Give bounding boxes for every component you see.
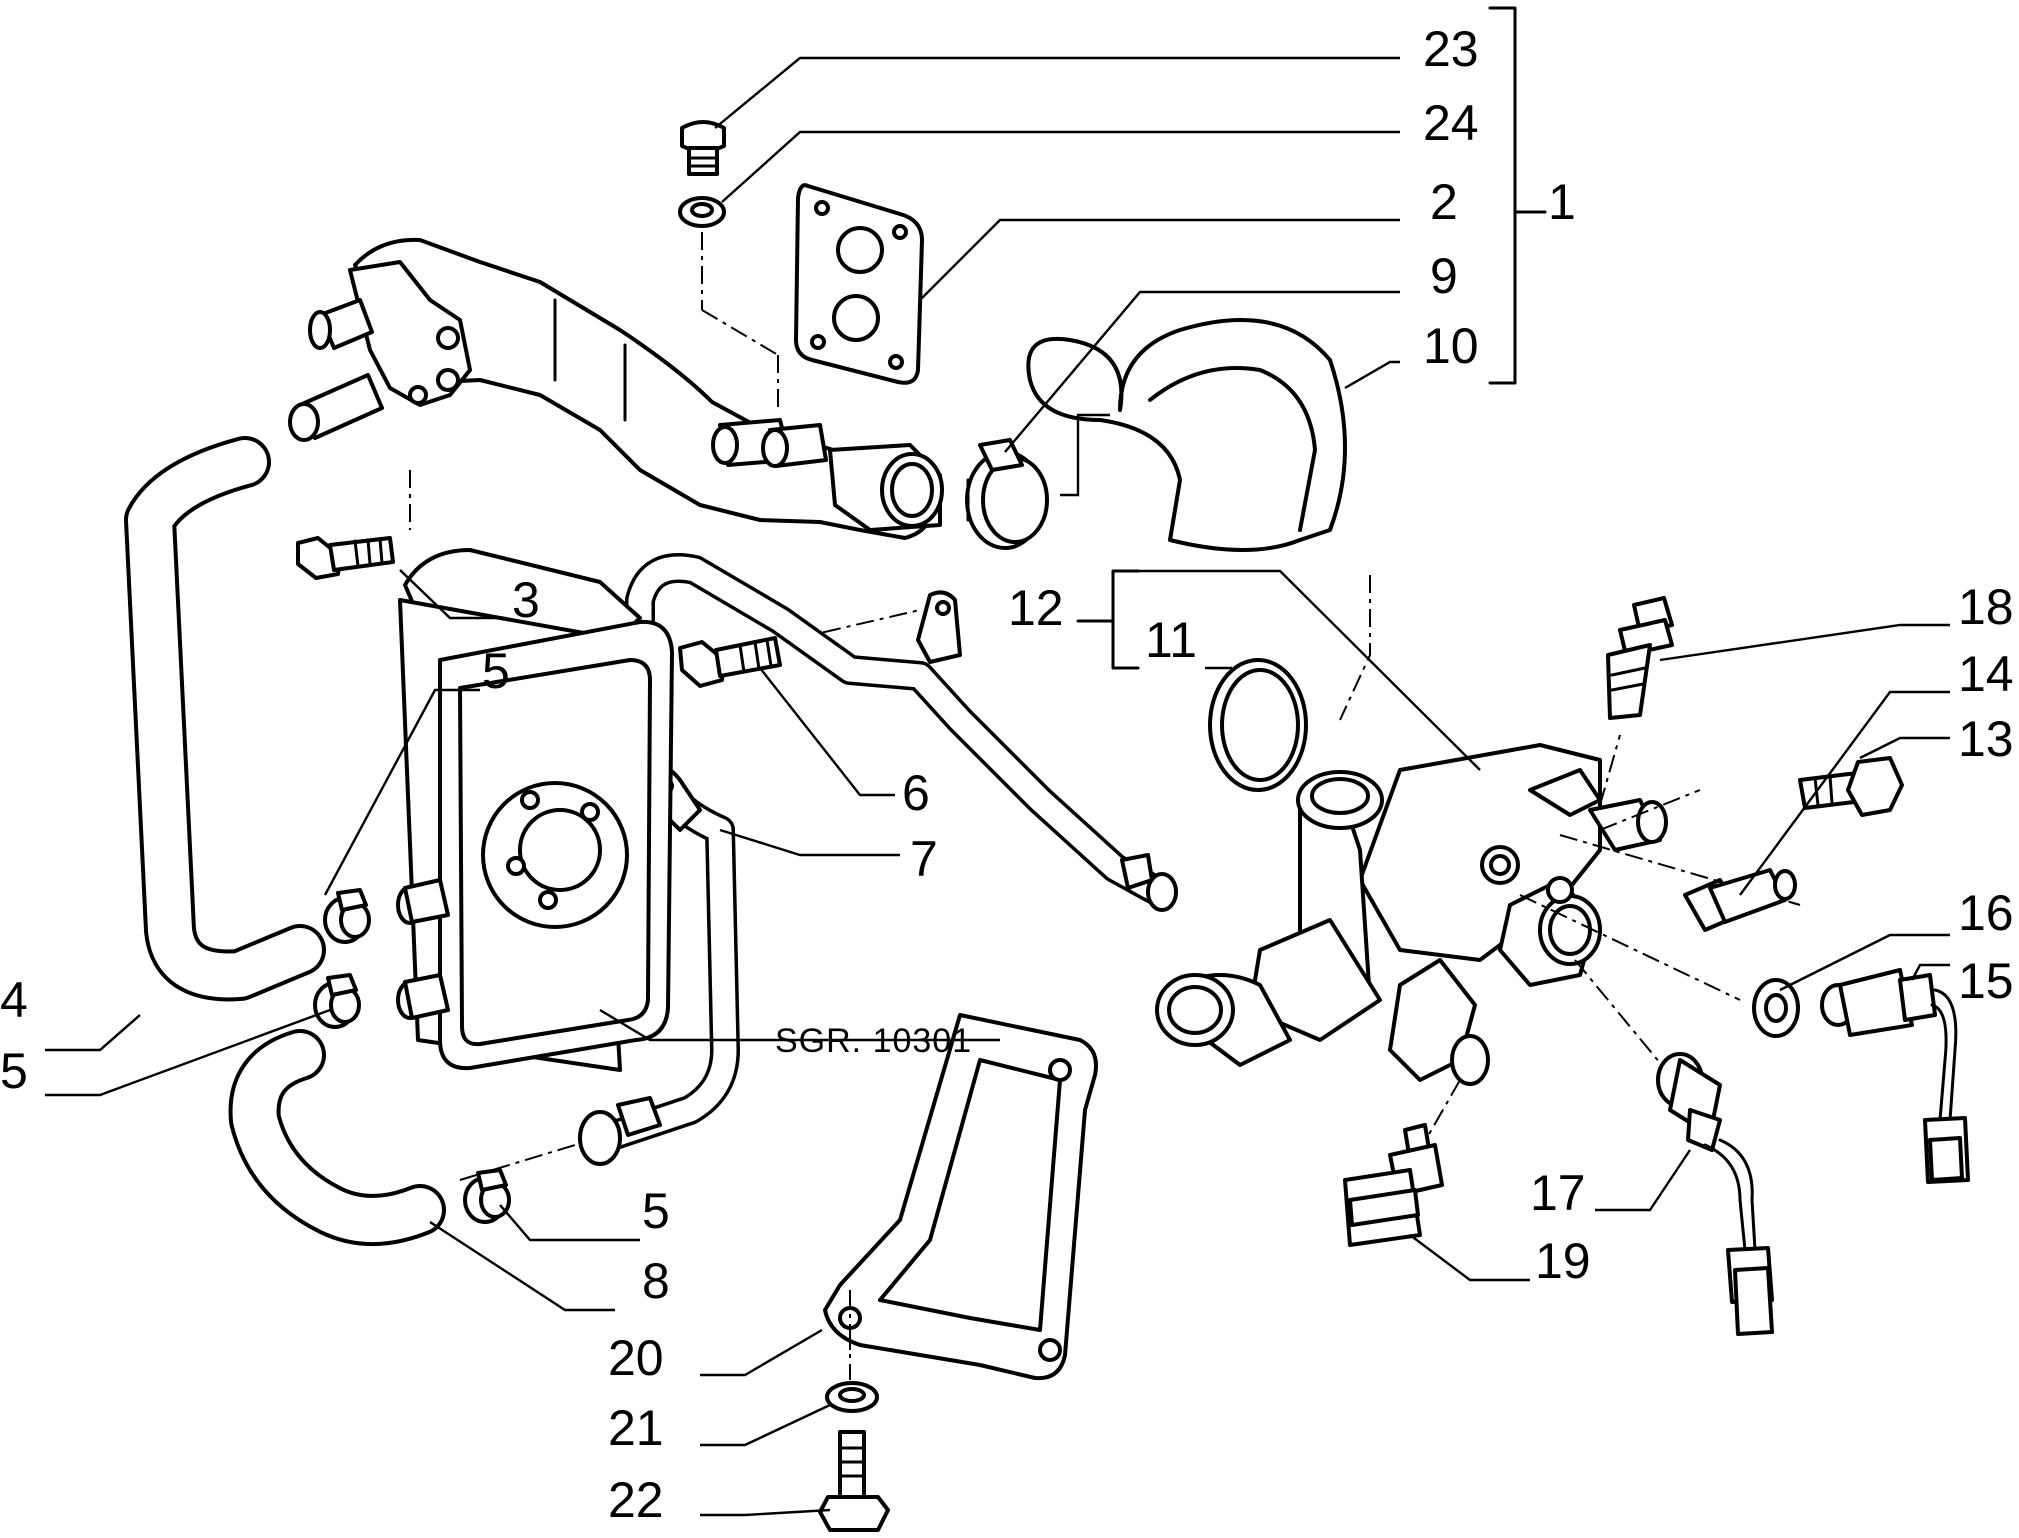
washer-part-16 <box>1752 978 1800 1038</box>
sensor-part-15 <box>1820 968 1970 1184</box>
callout-labels: 23 24 2 1 9 10 3 12 11 18 14 13 5 6 7 4 … <box>0 21 2014 1528</box>
callout-8: 8 <box>642 1253 670 1309</box>
coolant-pipe-manifold <box>288 237 944 540</box>
sensor-part-19 <box>1343 1123 1444 1247</box>
callout-7: 7 <box>910 831 938 887</box>
group-1-bracket <box>1488 6 1547 385</box>
callout-6: 6 <box>902 765 930 821</box>
hose-clamp-part-5-lower <box>463 1168 511 1224</box>
hose-part-8 <box>228 1029 446 1246</box>
group-12-bracket <box>1076 569 1140 670</box>
bolt-part-3 <box>296 536 395 580</box>
hose-clamp-part-5-middle <box>313 973 361 1029</box>
support-bracket <box>823 1013 1098 1381</box>
washer-part-21 <box>825 1381 879 1413</box>
callout-5-left: 5 <box>0 1043 28 1099</box>
callout-2: 2 <box>1430 174 1458 230</box>
callout-15: 15 <box>1958 953 2014 1009</box>
callout-16: 16 <box>1958 885 2014 941</box>
callout-13: 13 <box>1958 711 2014 767</box>
radiator-hose-part-10 <box>1026 318 1347 552</box>
hose-clamp-part-9 <box>965 438 1049 550</box>
callout-23: 23 <box>1423 21 1479 77</box>
reference-label-sgr: SGR. 10301 <box>775 1022 972 1060</box>
callout-1: 1 <box>1548 174 1576 230</box>
hose-part-4 <box>124 436 326 1002</box>
thermostat-housing-assembly <box>1155 743 1668 1086</box>
callout-11: 11 <box>1145 612 1197 668</box>
callout-leaders <box>45 56 1950 1517</box>
callout-17: 17 <box>1530 1165 1586 1221</box>
callout-20: 20 <box>608 1330 664 1386</box>
callout-12: 12 <box>1008 580 1064 636</box>
callout-18: 18 <box>1958 579 2014 635</box>
callout-5-lower: 5 <box>642 1183 670 1239</box>
sensor-part-14 <box>1683 868 1797 932</box>
callout-10: 10 <box>1423 318 1479 374</box>
seal-ring-part-11 <box>1208 658 1308 792</box>
callout-21: 21 <box>608 1400 664 1456</box>
hose-clamp-part-5-upper <box>323 888 371 944</box>
oil-cooler-sgr-10301 <box>396 548 674 1072</box>
bolt-part-22 <box>818 1430 890 1532</box>
bolt-part-6 <box>678 636 782 688</box>
callout-3: 3 <box>512 572 540 628</box>
callout-22: 22 <box>608 1472 664 1528</box>
callout-24: 24 <box>1423 95 1479 151</box>
sensor-part-17 <box>1656 1052 1774 1336</box>
washer-part-24 <box>678 196 726 228</box>
callout-9: 9 <box>1430 248 1458 304</box>
callout-5-upper: 5 <box>482 643 510 699</box>
callout-19: 19 <box>1535 1233 1591 1289</box>
plug-screw-part-23 <box>680 120 726 176</box>
callout-4: 4 <box>0 972 28 1028</box>
bolt-part-13 <box>1798 756 1904 817</box>
sensor-part-18 <box>1606 596 1674 720</box>
gasket-part-2 <box>794 183 924 385</box>
callout-14: 14 <box>1958 646 2014 702</box>
